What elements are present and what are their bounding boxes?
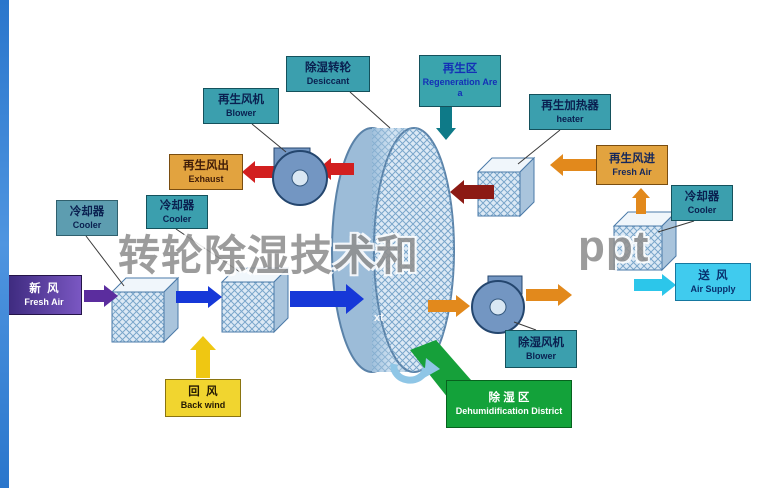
label-regeneration-area: 再生区 Regeneration Area xyxy=(419,55,501,107)
label-exhaust: 再生风出 Exhaust xyxy=(169,154,243,190)
label-fresh-air: 新 风 Fresh Air xyxy=(6,275,82,315)
label-air-supply: 送 风 Air Supply xyxy=(675,263,751,301)
label-en: Cooler xyxy=(162,213,192,224)
label-en: Cooler xyxy=(687,204,717,215)
label-en: Fresh Air xyxy=(24,296,64,307)
label-en: Fresh Air xyxy=(612,166,652,177)
label-zh: 冷却器 xyxy=(69,205,105,218)
arrow-air-supply xyxy=(634,274,676,296)
arrow-regen-red-2 xyxy=(242,161,278,183)
label-cooler-left: 冷却器 Cooler xyxy=(56,200,118,236)
label-en: Desiccant xyxy=(306,75,350,86)
label-regen-blower: 再生风机 Blower xyxy=(203,88,279,124)
label-zh: 除 湿 区 xyxy=(488,391,530,404)
label-zh: 再生加热器 xyxy=(541,99,599,112)
label-zh: 回 风 xyxy=(188,385,218,398)
dehum-blower-fan xyxy=(471,275,525,334)
label-en: Back wind xyxy=(180,399,226,410)
label-regen-heater: 再生加热器 heater xyxy=(529,94,611,130)
arrow-process-blue-1 xyxy=(176,286,222,308)
label-connector-lines xyxy=(85,91,695,331)
label-back-wind: 回 风 Back wind xyxy=(165,379,241,417)
label-zh: 再生风出 xyxy=(183,159,229,172)
label-cooler-mid: 冷却器 Cooler xyxy=(146,195,208,229)
watermark-text: 转轮除湿技术和 xyxy=(118,232,420,279)
wheel-rotation-icon xyxy=(390,358,440,384)
label-desiccant-wheel: 除湿转轮 Desiccant xyxy=(286,56,370,92)
arrow-fresh-air-in xyxy=(84,285,118,307)
left-edge-strip xyxy=(0,0,9,488)
arrow-process-blue-2 xyxy=(290,284,364,314)
heater-unit xyxy=(476,156,536,218)
label-zh: 冷却器 xyxy=(684,190,720,203)
watermark-text-ppt: ppt xyxy=(578,222,650,271)
arrow-regen-fresh-left xyxy=(550,154,600,176)
label-en: heater xyxy=(556,113,584,124)
watermark-small: xt xyxy=(374,312,384,324)
arrow-regen-area-down xyxy=(436,107,456,140)
arrow-wheel-to-fan xyxy=(428,295,470,317)
label-zh: 冷却器 xyxy=(159,199,195,212)
label-en: Cooler xyxy=(72,219,102,230)
arrow-heater-to-wheel xyxy=(450,180,494,204)
label-en: Blower xyxy=(525,350,556,361)
label-zh: 除湿风机 xyxy=(518,336,564,349)
label-dehum-district: 除 湿 区 Dehumidification District xyxy=(446,380,572,428)
label-zh: 再生区 xyxy=(442,63,478,76)
label-en: Blower xyxy=(225,107,256,118)
cooler-unit-left xyxy=(110,276,180,344)
label-zh: 再生风机 xyxy=(218,93,264,106)
label-cooler-right: 冷却器 Cooler xyxy=(671,185,733,221)
label-en: Regeneration Area xyxy=(422,77,498,98)
cooler-unit-mid xyxy=(220,266,290,334)
label-zh: 除湿转轮 xyxy=(305,61,351,74)
label-en: Exhaust xyxy=(188,173,224,184)
arrow-cooler-right-up xyxy=(632,188,650,214)
label-zh: 送 风 xyxy=(698,269,728,282)
regen-blower-fan xyxy=(272,147,328,206)
label-zh: 新 风 xyxy=(29,282,59,295)
label-dehum-blower: 除湿风机 Blower xyxy=(505,330,577,368)
arrow-return-air-up xyxy=(190,336,216,378)
label-en: Air Supply xyxy=(690,283,736,294)
label-regen-fresh-air: 再生风进 Fresh Air xyxy=(596,145,668,185)
label-en: Dehumidification District xyxy=(455,405,563,416)
arrow-fan-to-right xyxy=(526,284,572,306)
label-zh: 再生风进 xyxy=(609,152,655,165)
cooler-unit-right xyxy=(612,210,678,272)
